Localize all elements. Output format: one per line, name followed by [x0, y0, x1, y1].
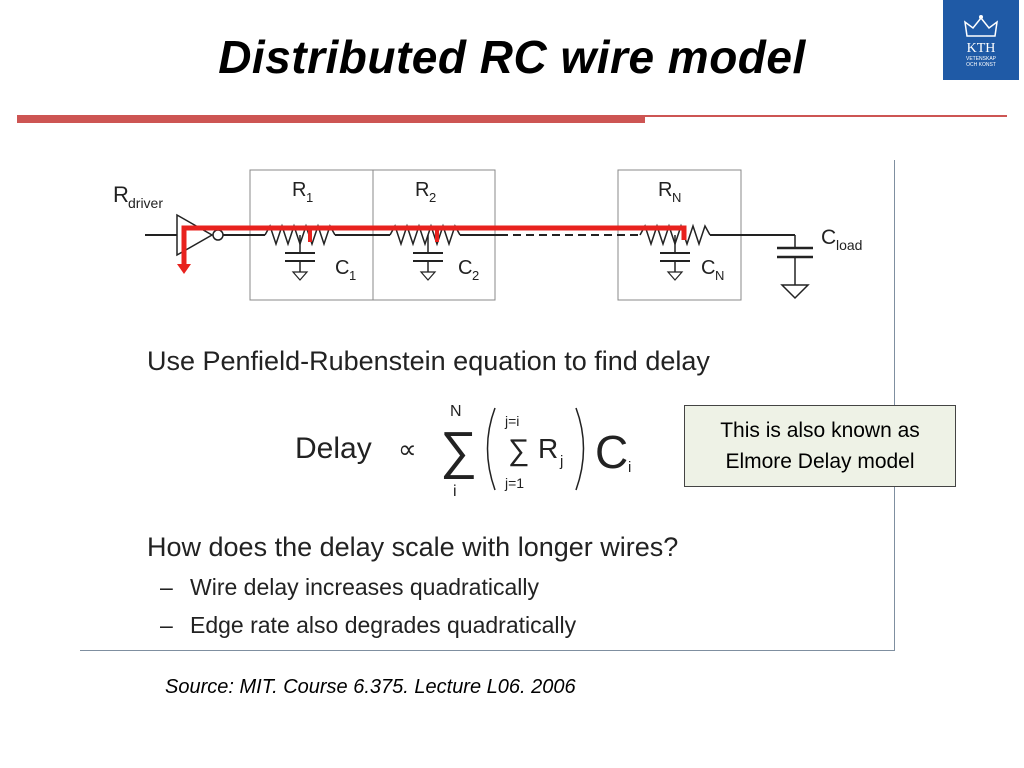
load-cap-sub: load	[836, 237, 862, 253]
equation-r: R	[538, 433, 558, 464]
bullet-2: Edge rate also degrades quadratically	[190, 612, 577, 638]
right-paren-icon	[575, 407, 585, 491]
driver-label: R	[113, 182, 129, 207]
title-rule-thick	[17, 115, 645, 123]
inner-lower: j=1	[504, 475, 524, 491]
equation-c-sub: i	[628, 459, 631, 476]
equation-c: C	[595, 426, 628, 478]
capacitor-1-sub: 1	[349, 268, 356, 283]
kth-logo: KTH VETENSKAP OCH KONST	[943, 0, 1019, 80]
resistor-n-label: R	[658, 179, 672, 201]
resistor-1-label: R	[292, 179, 306, 201]
capacitor-1-label: C	[335, 257, 349, 279]
capacitor-2-label: C	[458, 257, 472, 279]
delay-path-highlight	[181, 225, 687, 268]
capacitor-2-sub: 2	[472, 268, 479, 283]
sum-lower: i	[453, 483, 457, 500]
inner-sum-icon: ∑	[508, 434, 529, 467]
inner-upper: j=i	[504, 413, 519, 429]
logo-subtext-2: OCH KONST	[966, 62, 996, 68]
outer-sum-icon: ∑	[440, 422, 477, 480]
elmore-equation: Delay ∝ ∑ N i j=i ∑ j=1 R j C i	[295, 403, 631, 500]
logo-text: KTH	[966, 41, 996, 56]
crown-icon	[964, 15, 998, 37]
slide-title: Distributed RC wire model	[218, 31, 806, 83]
rc-circuit-diagram: R driver R 1 R 2 R N C 1 C 2 C N C load	[113, 169, 862, 301]
resistor-2-label: R	[415, 179, 429, 201]
title-rule-thin	[645, 115, 1007, 117]
callout-line-1: This is also known as	[720, 419, 920, 442]
bullet-marker-1: –	[160, 574, 173, 600]
capacitor-n-sub: N	[715, 268, 724, 283]
proportional-icon: ∝	[398, 434, 417, 464]
left-paren-icon	[486, 407, 496, 491]
resistor-n-sub: N	[672, 190, 681, 205]
sum-upper: N	[450, 403, 462, 420]
capacitor-n-label: C	[701, 257, 715, 279]
equation-lhs: Delay	[295, 432, 372, 465]
equation-r-sub: j	[559, 453, 563, 470]
figure-panel: R driver R 1 R 2 R N C 1 C 2 C N C load …	[80, 160, 895, 651]
bullet-1: Wire delay increases quadratically	[190, 574, 539, 600]
elmore-callout: This is also known as Elmore Delay model	[684, 405, 956, 487]
load-cap-label: C	[821, 226, 836, 249]
source-citation: Source: MIT. Course 6.375. Lecture L06. …	[165, 676, 576, 698]
arrow-down-icon	[177, 264, 191, 274]
logo-subtext-1: VETENSKAP	[965, 56, 996, 62]
equation-intro: Use Penfield-Rubenstein equation to find…	[147, 346, 710, 376]
driver-sub: driver	[128, 195, 163, 211]
callout-line-2: Elmore Delay model	[725, 450, 915, 473]
bullet-marker-2: –	[160, 612, 173, 638]
resistor-2-sub: 2	[429, 190, 436, 205]
resistor-1-sub: 1	[306, 190, 313, 205]
question-text: How does the delay scale with longer wir…	[147, 532, 679, 562]
resistor-2-icon	[389, 223, 461, 247]
